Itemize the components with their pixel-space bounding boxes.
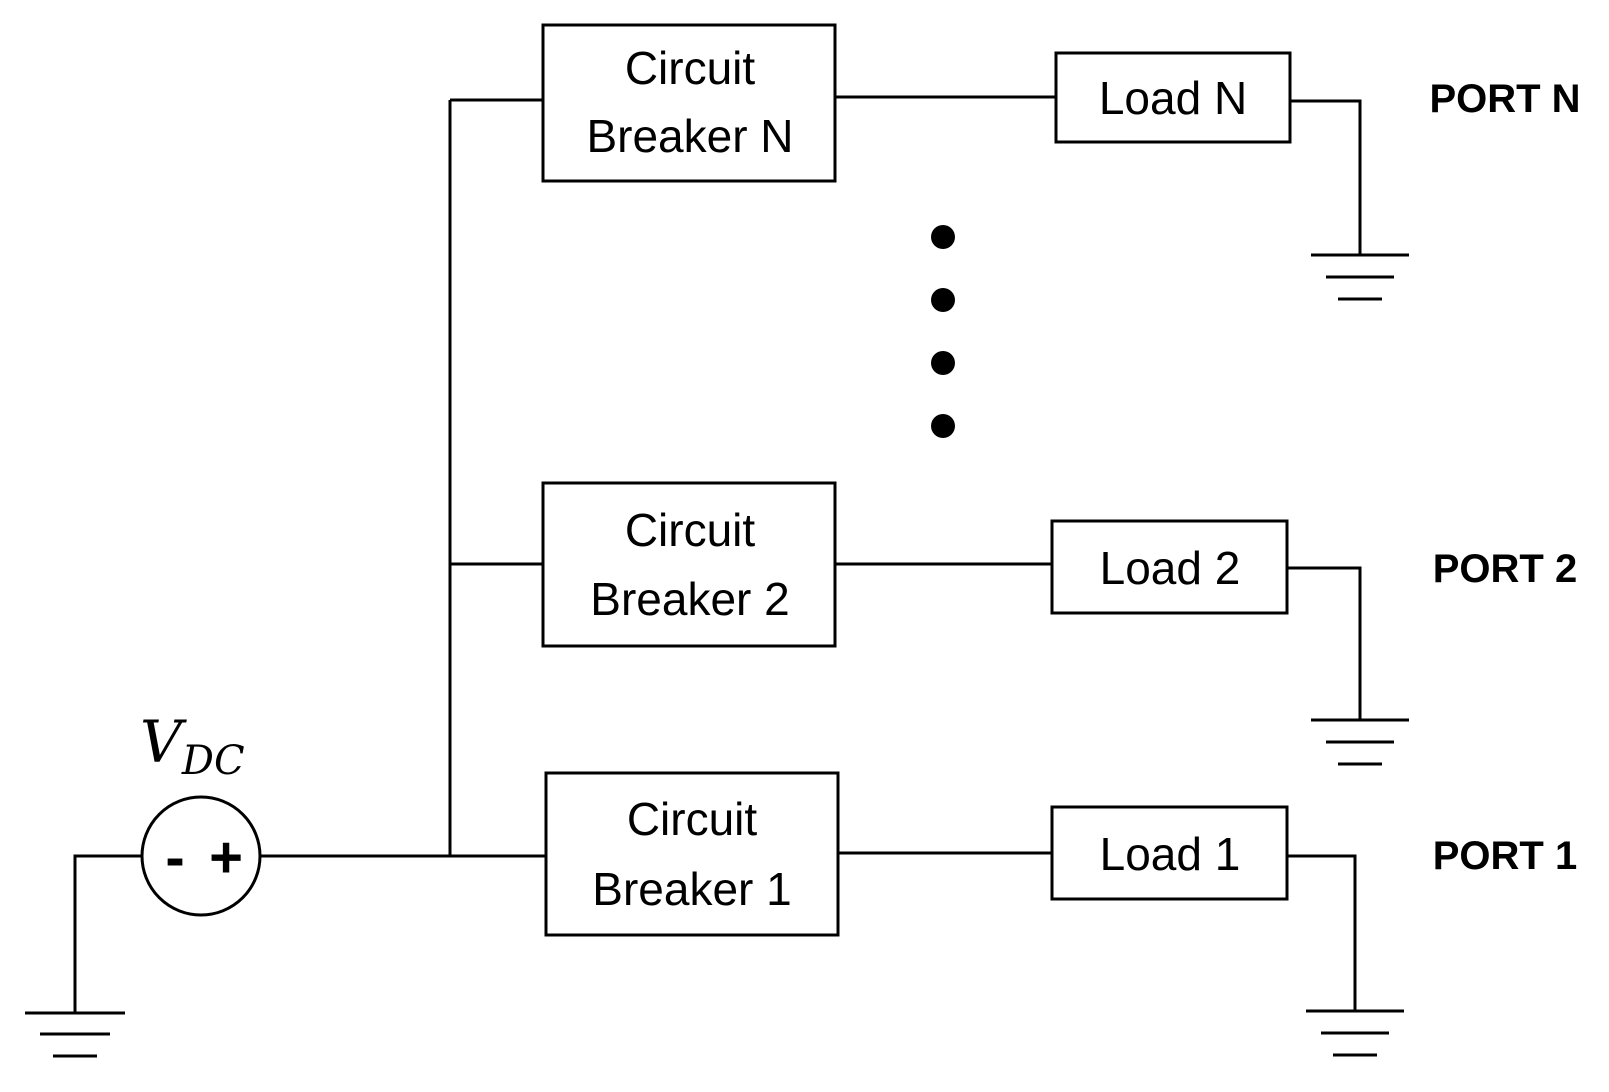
circuit-breaker-2 <box>541 481 837 648</box>
breaker-n-label-line1: Circuit <box>625 42 756 94</box>
ground-icon <box>1306 1009 1404 1057</box>
source-label: VDC <box>140 708 245 784</box>
source-minus-symbol: - <box>165 825 184 890</box>
port-n-label: PORT N <box>1429 77 1580 121</box>
circuit-breaker-n <box>541 23 837 183</box>
source-label-sub: DC <box>181 738 245 784</box>
source-plus-symbol: + <box>209 825 243 890</box>
main-bus <box>260 98 546 858</box>
source-ground-icon <box>25 854 142 1058</box>
load-1-label: Load 1 <box>1100 828 1241 880</box>
dc-voltage-source: - + <box>140 795 262 917</box>
branch-2: Circuit Breaker 2 Load 2 PORT 2 <box>541 481 1577 766</box>
branch-n: Circuit Breaker N Load N PORT N <box>541 23 1581 301</box>
load-1 <box>1050 805 1289 901</box>
load-2 <box>1050 519 1289 615</box>
continuation-dots <box>931 225 955 438</box>
port-1-label: PORT 1 <box>1433 834 1577 878</box>
load-2-label: Load 2 <box>1100 542 1241 594</box>
breaker-2-label-line1: Circuit <box>625 504 756 556</box>
port-2-label: PORT 2 <box>1433 547 1577 591</box>
load-n <box>1054 51 1292 144</box>
load-n-label: Load N <box>1099 72 1247 124</box>
breaker-1-label-line1: Circuit <box>627 793 758 845</box>
breaker-n-label-line2: Breaker N <box>586 110 793 162</box>
breaker-1-label-line2: Breaker 1 <box>592 863 791 915</box>
branch-1: Circuit Breaker 1 Load 1 PORT 1 <box>544 771 1577 1057</box>
ground-icon <box>1311 253 1409 301</box>
ground-icon <box>1311 718 1409 766</box>
source-label-main: V <box>140 708 187 776</box>
breaker-2-label-line2: Breaker 2 <box>590 573 789 625</box>
